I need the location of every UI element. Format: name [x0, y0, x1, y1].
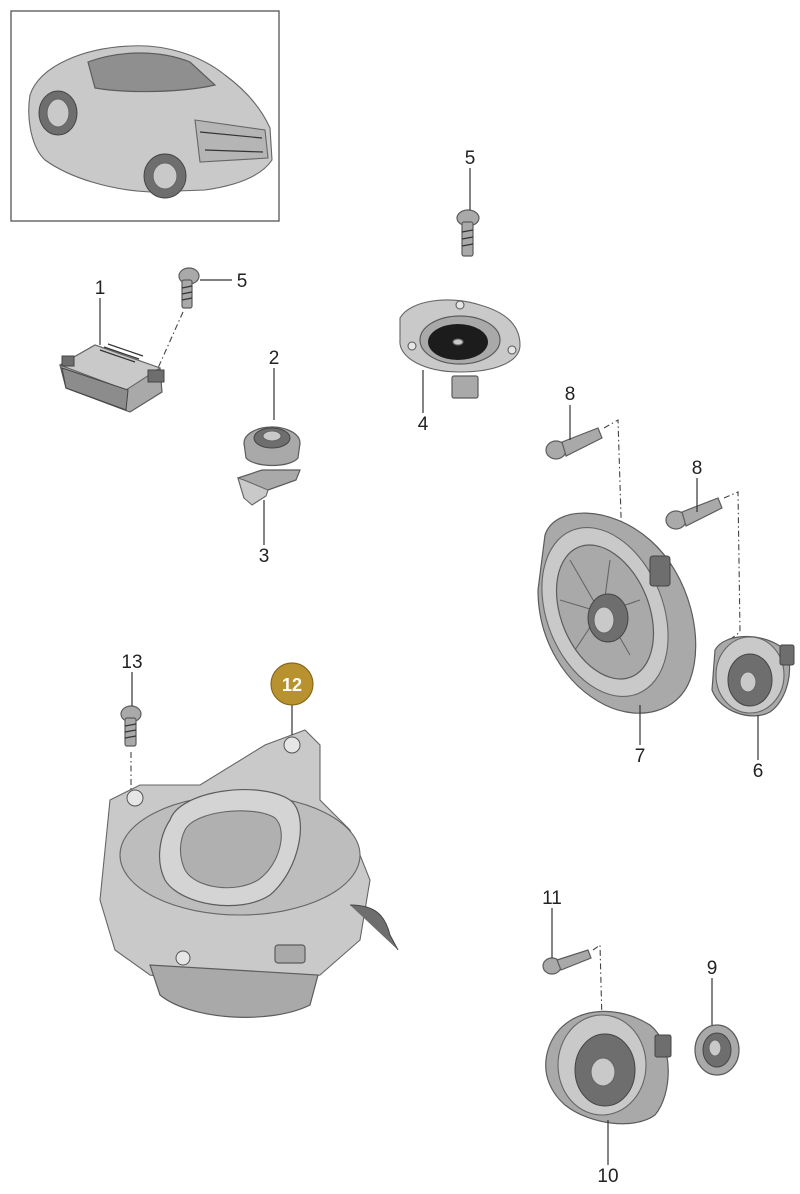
part-7-woofer[interactable]: [518, 509, 697, 716]
callout-4[interactable]: 4: [418, 414, 429, 435]
callout-1[interactable]: 1: [95, 278, 106, 299]
vehicle-overview-inset: [10, 10, 280, 222]
callout-11[interactable]: 11: [542, 888, 562, 909]
part-1-control-module[interactable]: [58, 343, 165, 413]
callout-labels: 1 5 2 3 5 4 8 8 7 6 13 11 9 10: [95, 148, 764, 1187]
part-5-screw-center[interactable]: [456, 209, 480, 257]
callout-10[interactable]: 10: [597, 1166, 618, 1187]
callout-9[interactable]: 9: [707, 958, 718, 979]
callout-6[interactable]: 6: [753, 761, 764, 782]
part-10-door-speaker[interactable]: [545, 1010, 672, 1125]
callout-2[interactable]: 2: [269, 348, 280, 369]
callout-7[interactable]: 7: [635, 746, 646, 767]
callout-8-lower[interactable]: 8: [692, 458, 703, 479]
callout-12[interactable]: 12: [282, 675, 302, 695]
part-8-screw-lower[interactable]: [665, 497, 723, 530]
car-illustration: [28, 45, 273, 199]
part-3-bracket[interactable]: [237, 469, 301, 506]
part-9-tweeter[interactable]: [694, 1024, 740, 1076]
part-5-screw-left[interactable]: [178, 267, 200, 309]
part-6-midrange[interactable]: [711, 635, 795, 717]
callout-8-upper[interactable]: 8: [565, 384, 576, 405]
callout-3[interactable]: 3: [259, 546, 270, 567]
part-2-tweeter[interactable]: [243, 426, 301, 467]
callout-12-highlight-badge[interactable]: 12: [270, 662, 314, 706]
part-13-screw[interactable]: [120, 705, 142, 747]
callout-13[interactable]: 13: [121, 652, 142, 673]
callout-5-left[interactable]: 5: [237, 271, 248, 292]
part-11-screw[interactable]: [542, 949, 592, 975]
leader-lines: [99, 168, 759, 1165]
part-12-subwoofer-housing[interactable]: [99, 729, 399, 1018]
callout-5-center[interactable]: 5: [465, 148, 476, 169]
part-4-mount-plate[interactable]: [399, 299, 521, 399]
part-8-screw-upper[interactable]: [545, 427, 603, 460]
